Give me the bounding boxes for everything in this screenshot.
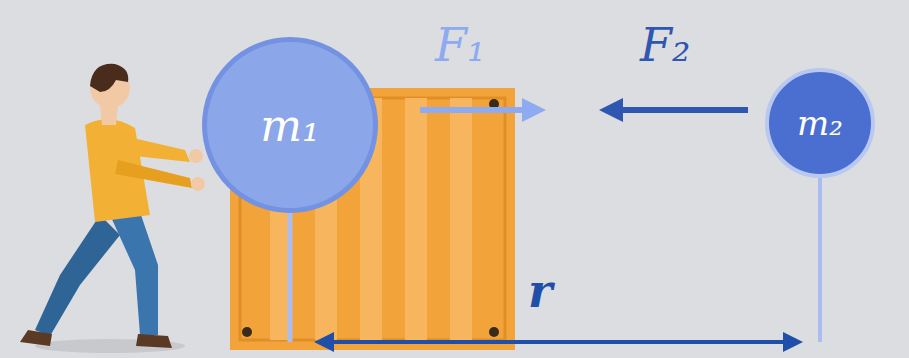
circle-shape	[767, 70, 873, 176]
mass-label: m₁	[260, 100, 319, 151]
circle-shape	[205, 40, 376, 211]
stand-line	[818, 176, 822, 342]
force-label: F₁	[435, 22, 485, 68]
force-arrow	[420, 107, 537, 113]
mass-label: m₂	[797, 103, 843, 143]
mass-circle: m₁	[202, 37, 378, 213]
distance-arrow	[322, 340, 795, 344]
force-arrow	[608, 107, 748, 113]
distance-label: r	[528, 268, 552, 314]
person	[20, 64, 205, 353]
stand-line	[288, 205, 293, 342]
mass-circle: m₂	[765, 68, 875, 178]
force-label: F₂	[640, 22, 690, 68]
